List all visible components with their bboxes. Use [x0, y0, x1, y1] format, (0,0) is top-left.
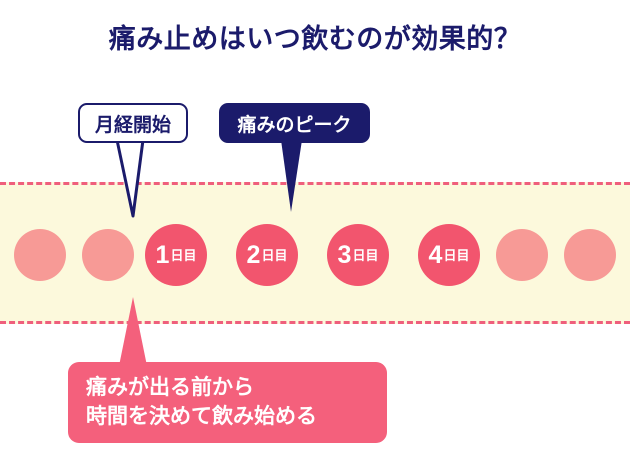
- callout-cycle-start: 月経開始: [78, 103, 188, 143]
- callout-advice-line-1: 痛みが出る前から: [86, 376, 254, 400]
- day-circle-day-1: 1 日目: [145, 224, 207, 286]
- day-circle-day-2-unit: 日目: [261, 247, 288, 263]
- day-circle-day-4: 4 日目: [418, 224, 480, 286]
- band-bottom-dashed-border: [0, 321, 630, 324]
- day-circle-day-1-number: 1: [155, 240, 170, 269]
- band-top-dashed-border: [0, 182, 630, 185]
- day-circle-day-3: 3 日目: [327, 224, 389, 286]
- day-circle-post-1: [496, 229, 548, 281]
- day-circle-day-4-unit: 日目: [443, 247, 470, 263]
- page-title: 痛み止めはいつ飲むのが効果的？: [108, 24, 522, 54]
- callout-cycle-start-label: 月経開始: [94, 114, 171, 136]
- callout-pain-peak-label: 痛みのピーク: [237, 114, 352, 136]
- day-circle-post-2: [564, 229, 616, 281]
- day-circle-pre-2: [14, 229, 66, 281]
- day-circle-day-2-number: 2: [246, 240, 261, 269]
- callout-advice-line-2: 時間を決めて飲み始める: [86, 404, 317, 428]
- day-circle-day-3-unit: 日目: [352, 247, 379, 263]
- day-circle-pre-1: [82, 229, 134, 281]
- callout-pain-peak: 痛みのピーク: [219, 103, 370, 143]
- day-circle-day-1-unit: 日目: [170, 247, 197, 263]
- day-circle-day-3-number: 3: [337, 240, 352, 269]
- day-circle-day-4-number: 4: [428, 240, 443, 269]
- callout-advice: 痛みが出る前から 時間を決めて飲み始める: [68, 362, 387, 443]
- day-circle-timeline: 1 日目 2 日目 3 日目 4 日目: [0, 182, 630, 324]
- day-circle-day-2: 2 日目: [236, 224, 298, 286]
